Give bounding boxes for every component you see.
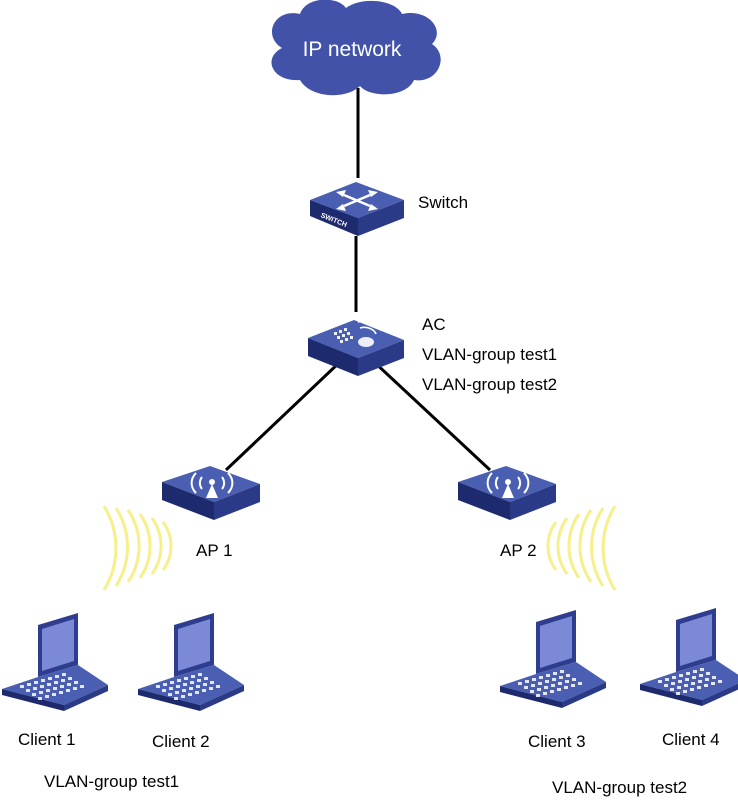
- ac-vlan-group-2: VLAN-group test2: [422, 375, 557, 394]
- switch-icon: SWITCH: [310, 182, 404, 236]
- client3-label: Client 3: [528, 732, 586, 751]
- switch-label: Switch: [418, 193, 468, 212]
- client4-laptop-icon: [640, 608, 738, 706]
- group1-label: VLAN-group test1: [44, 772, 179, 791]
- client3-laptop-icon: [500, 610, 606, 708]
- group2-label: VLAN-group test2: [552, 778, 687, 797]
- cloud-icon: IP network: [271, 0, 441, 96]
- link-ac-ap2: [370, 358, 492, 472]
- cloud-label: IP network: [303, 38, 402, 61]
- client1-label: Client 1: [18, 730, 76, 749]
- ac-vlan-group-1: VLAN-group test1: [422, 345, 557, 364]
- network-links: [224, 88, 492, 472]
- ap2-signal-icon: [546, 505, 617, 591]
- client1-laptop-icon: [2, 613, 108, 711]
- ap1-signal-icon: [102, 505, 173, 591]
- access-controller-icon: [308, 320, 404, 376]
- ap2-label: AP 2: [500, 541, 537, 560]
- ap1-label: AP 1: [196, 541, 233, 560]
- client2-label: Client 2: [152, 732, 210, 751]
- ap1-icon: [161, 465, 261, 521]
- ac-label: AC: [422, 315, 446, 334]
- client2-laptop-icon: [138, 613, 244, 711]
- ap2-icon: [457, 465, 557, 521]
- client4-label: Client 4: [662, 730, 720, 749]
- link-ac-ap1: [224, 358, 344, 472]
